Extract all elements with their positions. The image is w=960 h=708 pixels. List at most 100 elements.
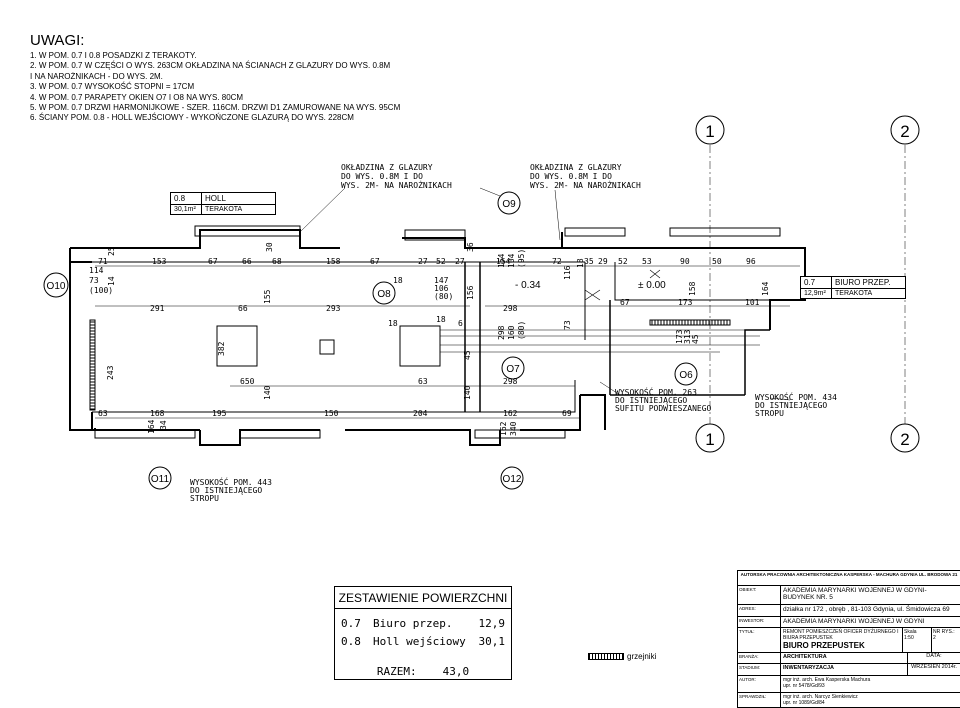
dimension-label: 27 — [455, 257, 465, 266]
dimension-label: 168 — [150, 409, 165, 418]
dimension-label: 291 — [150, 304, 165, 313]
title-block-head: AUTORSKA PRACOWNIA ARCHITEKTONICZNA KASP… — [738, 571, 960, 586]
dimension-label: 63 — [418, 377, 428, 386]
title-block: AUTORSKA PRACOWNIA ARCHITEKTONICZNA KASP… — [737, 570, 960, 708]
title-block-row: STADIUM: INWENTARYZACJA WRZESIEŃ 2014r. — [738, 664, 960, 676]
summary-total: RAZEM: 43,0 — [335, 665, 511, 678]
wall-bottom — [91, 394, 606, 446]
title-block-row: OBIEKT: AKADEMIA MARYNARKI WOJENNEJ W GD… — [738, 586, 960, 605]
tb-author-license: upr. nr 5478/Gd/93 — [783, 683, 825, 689]
tb-value: 2 — [933, 635, 936, 641]
wall-right-room — [609, 300, 770, 396]
dimension-label: (80) — [517, 321, 526, 340]
notes-heading: UWAGI: — [30, 32, 85, 49]
radiator — [89, 319, 96, 411]
room-name: HOLL — [205, 194, 226, 203]
legend-label: grzejniki — [627, 652, 657, 661]
tb-label: NR RYS.: — [933, 629, 955, 635]
dimension-label: 27 — [418, 257, 428, 266]
dimension-label: 18 — [388, 319, 398, 328]
dimension-label: (100) — [89, 286, 113, 295]
dimension-label: 650 — [240, 377, 255, 386]
dimension-label: 50 — [712, 257, 722, 266]
summary-row: 0.7 Biuro przep. 12,9 — [335, 615, 511, 633]
note-line: 1. W POM. 0.7 I 0.8 POSADZKI Z TERAKOTY. — [30, 51, 197, 60]
dimension-label: 204 — [413, 409, 428, 418]
window-tag: O9 — [502, 199, 516, 210]
window-tag: O6 — [679, 370, 693, 381]
window-tag: O11 — [151, 474, 170, 485]
dimension-label: 45 — [691, 334, 700, 344]
dimension-label: 153 — [152, 257, 167, 266]
summary-title: ZESTAWIENIE POWIERZCHNI — [335, 587, 511, 609]
window-sill — [94, 429, 196, 439]
dimension-label: 243 — [106, 365, 115, 380]
dimension-label: 30 — [265, 242, 274, 252]
dimension-label: 164 — [761, 281, 770, 296]
dimension-label: 158 — [326, 257, 341, 266]
dimension-label: 162 — [503, 409, 518, 418]
summary-total-label: RAZEM: — [376, 665, 417, 678]
tb-author: mgr inż. arch. Ewa Kasperska Machura — [783, 677, 871, 683]
dimension-label: 150 — [324, 409, 339, 418]
dimension-label: 6 — [458, 319, 463, 328]
radiator-symbol — [588, 653, 624, 660]
dimension-label: 160 — [507, 325, 516, 340]
annotation-text: WYSOKOŚĆ POM. 434 — [755, 391, 837, 402]
summary-room-area: 30,1 — [478, 635, 506, 648]
annotation-text: WYS. 2M- NA NAROŻNIKACH — [341, 180, 452, 190]
window-tag: O8 — [377, 289, 391, 300]
dimension-label: 114 — [89, 266, 104, 275]
axis-label: 2 — [900, 430, 909, 449]
dimension-label: 158 — [688, 281, 697, 296]
dimension-label: 18 — [436, 315, 446, 324]
dimension-label: 313 — [683, 329, 692, 344]
tb-value: REMONT POMIESZCZEŃ OFICER DYŻURNEGO I BI… — [781, 628, 902, 652]
dimension-label: 90 — [680, 257, 690, 266]
level-mark: ± 0.00 — [638, 280, 666, 291]
stair-marks — [584, 269, 661, 301]
leader-lines — [479, 187, 791, 401]
dimension-label: 293 — [326, 304, 341, 313]
dimension-label: 29 — [598, 257, 608, 266]
dimension-label: 35 — [584, 257, 594, 266]
annotation-text: SUFITU PODWIESZANEGO — [615, 404, 712, 413]
wall-inner-bottom — [92, 380, 576, 413]
summary-row: 0.8 Holl wejściowy 30,1 — [335, 633, 511, 651]
dimension-label: 71 — [98, 257, 108, 266]
annotation-text: STROPU — [755, 409, 784, 418]
summary-total-value: 43,0 — [442, 665, 470, 678]
axis-label: 1 — [705, 122, 714, 141]
tb-label: BRANŻA: — [738, 653, 781, 663]
dimension-label: 164 — [147, 419, 156, 434]
dimension-label: 156 — [466, 285, 475, 300]
tb-value: WRZESIEŃ 2014r. — [907, 664, 960, 675]
dimension-label: 18 — [576, 258, 585, 268]
dimension-label: 173 — [678, 298, 693, 307]
room-area: 12,9m² — [801, 289, 832, 298]
dimension-label: 73 — [89, 276, 99, 285]
tb-drawing-no: NR RYS.: 2 — [931, 628, 960, 652]
tb-label: Skala — [904, 629, 917, 635]
annotation-text: DO ISTNIEJĄCEGO — [190, 486, 262, 495]
annotation-text: WYSOKOŚĆ POM. 263 — [615, 386, 697, 397]
dimension-label: 45 — [463, 350, 472, 360]
window-sill — [669, 227, 781, 237]
summary-room-name: Biuro przep. — [373, 617, 453, 630]
radiator — [649, 319, 731, 326]
window-sill — [404, 229, 466, 241]
dimension-label: 66 — [242, 257, 252, 266]
dimension-label: (95) — [517, 249, 526, 268]
column — [216, 325, 258, 367]
room-tag-biuro: 0.7 BIURO PRZEP. 12,9m² TERAKOTA — [800, 276, 906, 299]
tb-value: 1:50 — [904, 635, 914, 641]
note-line: 2. W POM. 0.7 W CZĘŚCI O WYS. 263CM OKŁA… — [30, 61, 391, 71]
dimension-label: 298 — [503, 304, 518, 313]
dimension-label: 73 — [563, 320, 572, 330]
dimension-label: 63 — [98, 409, 108, 418]
wall-top — [70, 229, 806, 330]
tb-value: ARCHITEKTURA — [783, 654, 827, 660]
annotation-text: DO ISTNIEJĄCEGO — [615, 396, 687, 405]
window-tag: O10 — [47, 281, 66, 292]
